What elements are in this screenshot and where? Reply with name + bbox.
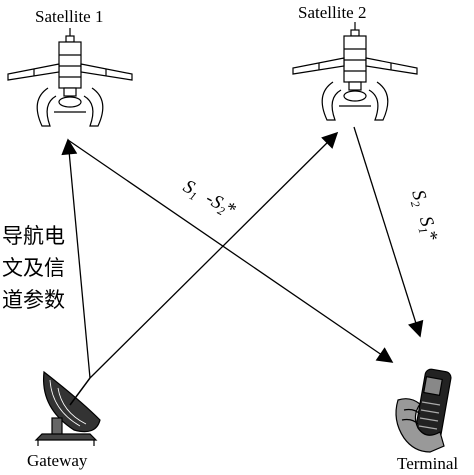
satellite-icon <box>7 28 133 127</box>
arrow-gateway-to-satellite-1 <box>61 138 91 379</box>
arrow-gateway-to-satellite-2 <box>89 131 339 379</box>
gateway-label: Gateway <box>27 451 88 470</box>
svg-text:S1-S2*: S1-S2* <box>179 176 240 223</box>
terminal: Terminal <box>395 368 458 473</box>
arrow-satellite-2-to-terminal <box>353 126 424 338</box>
gateway: Gateway <box>27 370 101 470</box>
satellite-1-label: Satellite 1 <box>35 7 103 26</box>
link-label-sat2-terminal: S2S1* <box>405 188 442 245</box>
satellite-2: Satellite 2 <box>292 3 418 121</box>
satellite-dish-icon <box>34 370 101 446</box>
terminal-label: Terminal <box>397 454 458 473</box>
arrow-satellite-1-to-terminal <box>67 139 394 363</box>
svg-text:道参数: 道参数 <box>2 288 65 312</box>
mobile-phone-icon <box>395 368 452 453</box>
svg-text:S2S1*: S2S1* <box>405 188 442 245</box>
satellite-icon <box>292 22 418 121</box>
svg-text:文及信: 文及信 <box>2 256 65 280</box>
link-label-gateway-sat1: 导航电 文及信 道参数 <box>2 224 65 312</box>
satellite-2-label: Satellite 2 <box>298 3 366 22</box>
link-label-sat1-terminal: S1-S2* <box>179 176 240 223</box>
svg-text:导航电: 导航电 <box>2 224 65 248</box>
satellite-1: Satellite 1 <box>7 7 133 127</box>
